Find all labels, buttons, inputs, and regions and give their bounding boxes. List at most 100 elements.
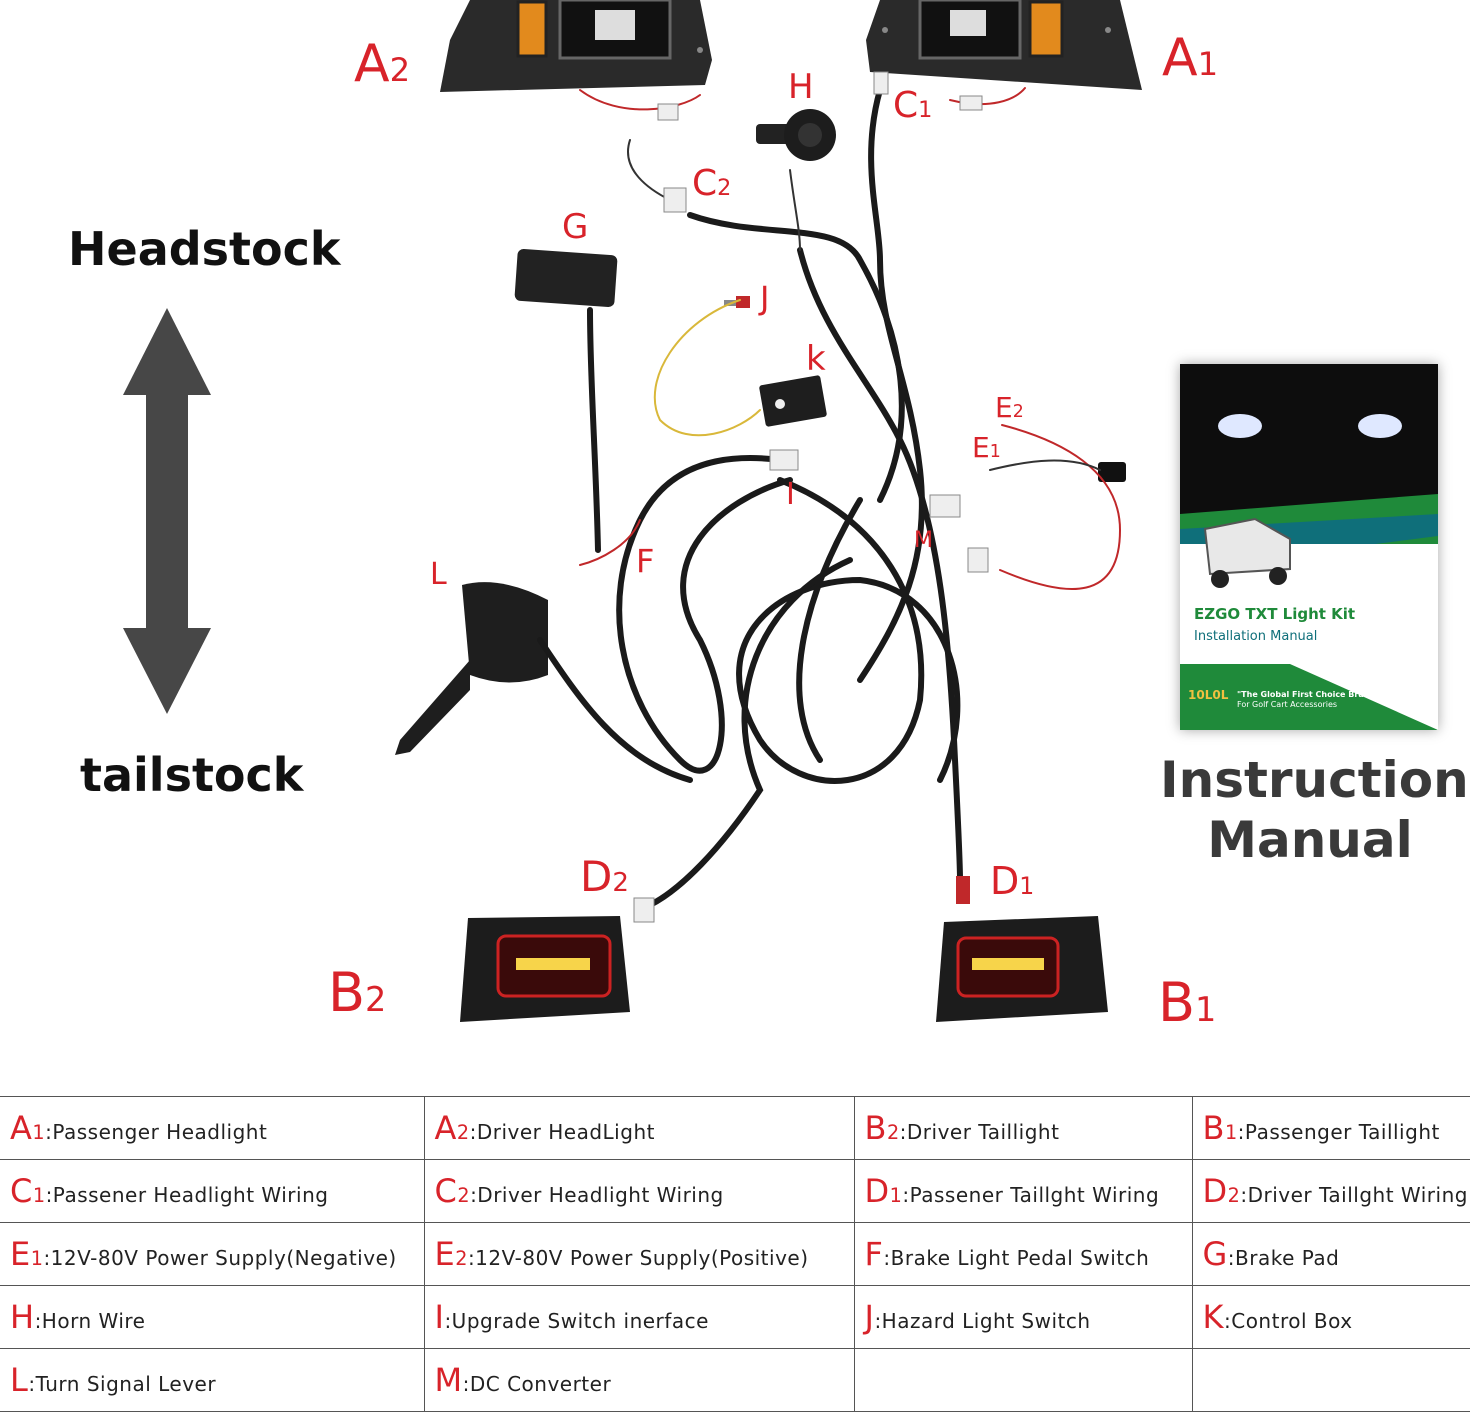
wiring-harness [537, 87, 963, 908]
brake-pad-icon [514, 248, 618, 308]
legend-description: :12V-80V Power Supply(Negative) [43, 1246, 397, 1270]
legend-cell: D2:Driver Taillght Wiring [1191, 1159, 1470, 1223]
legend-code: B1 [1202, 1109, 1238, 1147]
legend-code: E2 [434, 1235, 468, 1273]
label-e1: E1 [972, 431, 1001, 464]
label-d1: D1 [990, 859, 1035, 903]
legend-code: M [434, 1361, 463, 1399]
legend-cell: C2:Driver Headlight Wiring [423, 1159, 855, 1223]
legend-description: :12V-80V Power Supply(Positive) [467, 1246, 809, 1270]
label-b1: B1 [1158, 971, 1217, 1034]
legend-cell: H:Horn Wire [0, 1285, 425, 1349]
legend-cell: C1:Passener Headlight Wiring [0, 1159, 425, 1223]
legend-cell: A2:Driver HeadLight [423, 1096, 855, 1160]
legend-cell: I:Upgrade Switch inerface [423, 1285, 855, 1349]
legend-code: C2 [434, 1172, 471, 1210]
legend-description: :Passener Taillght Wiring [902, 1183, 1160, 1207]
legend-code: H [10, 1298, 35, 1336]
label-d2: D2 [580, 852, 629, 901]
legend-description: :DC Converter [462, 1372, 612, 1396]
legend-cell: E1:12V-80V Power Supply(Negative) [0, 1222, 425, 1286]
legend-cell: F:Brake Light Pedal Switch [853, 1222, 1193, 1286]
legend-cell: A1:Passenger Headlight [0, 1096, 425, 1160]
driver-taillight-icon [460, 916, 630, 1022]
legend-cell: B1:Passenger Taillight [1191, 1096, 1470, 1160]
manual-subtitle: Installation Manual [1194, 629, 1318, 644]
control-box-icon [759, 375, 827, 427]
legend-cell: J:Hazard Light Switch [853, 1285, 1193, 1349]
legend-description: :Horn Wire [34, 1309, 146, 1333]
legend-code: C1 [10, 1172, 46, 1210]
legend-row: E1:12V-80V Power Supply(Negative)E2:12V-… [0, 1222, 1470, 1286]
legend-description: :Hazard Light Switch [874, 1309, 1091, 1333]
legend-cell: M:DC Converter [423, 1348, 855, 1412]
legend-cell: G:Brake Pad [1191, 1222, 1470, 1286]
legend-description: :Passener Headlight Wiring [45, 1183, 329, 1207]
legend-description: :Turn Signal Lever [28, 1372, 217, 1396]
passenger-taillight-icon [936, 916, 1108, 1022]
passenger-headlight-icon [866, 0, 1142, 90]
legend-cell [1191, 1348, 1470, 1412]
legend-code: L [10, 1361, 29, 1399]
label-j: J [760, 279, 770, 317]
instruction-manual-caption: Instruction Manual [1160, 750, 1469, 870]
label-c2: C2 [692, 163, 732, 204]
legend-cell: E2:12V-80V Power Supply(Positive) [423, 1222, 855, 1286]
label-m: M [914, 528, 933, 553]
instruction-manual-cover: EZGO TXT Light Kit Installation Manual 1… [1180, 364, 1438, 730]
turn-signal-lever-icon [395, 582, 548, 755]
manual-cover-art-icon [1180, 364, 1438, 730]
legend-code: A1 [10, 1109, 46, 1147]
legend-description: :Driver HeadLight [469, 1120, 655, 1144]
brand-tagline-2: For Golf Cart Accessories [1237, 700, 1338, 709]
horn-icon [756, 109, 836, 161]
label-h: H [788, 67, 814, 107]
legend-description: :Brake Pad [1227, 1246, 1340, 1270]
legend-code: E1 [10, 1235, 44, 1273]
legend-description: :Passenger Headlight [45, 1120, 268, 1144]
wiring-diagram [123, 0, 1142, 1022]
connectors [633, 71, 989, 923]
legend-description: :Passenger Taillight [1237, 1120, 1440, 1144]
legend-code: G [1202, 1235, 1228, 1273]
headstock-label: Headstock [68, 222, 341, 276]
label-i: I [786, 477, 795, 512]
legend-code: I [434, 1298, 445, 1336]
legend-code: F [864, 1235, 884, 1273]
label-a2: A2 [354, 34, 411, 94]
tailstock-label: tailstock [80, 748, 304, 802]
legend-description: :Driver Headlight Wiring [470, 1183, 724, 1207]
brand-logo: 10L0L [1188, 688, 1229, 702]
legend-description: :Driver Taillight [899, 1120, 1060, 1144]
legend-cell [853, 1348, 1193, 1412]
label-a1: A1 [1162, 28, 1219, 88]
label-l: L [430, 557, 447, 592]
legend-cell: D1:Passener Taillght Wiring [853, 1159, 1193, 1223]
manual-title: EZGO TXT Light Kit [1194, 605, 1356, 623]
legend-code: A2 [434, 1109, 470, 1147]
label-g: G [562, 207, 589, 247]
legend-code: D1 [864, 1172, 903, 1210]
caption-line-2: Manual [1207, 811, 1413, 869]
fuse-holder-icon [1098, 462, 1126, 482]
direction-arrow-icon [123, 308, 211, 714]
driver-headlight-icon [440, 0, 712, 92]
legend-cell: L:Turn Signal Lever [0, 1348, 425, 1412]
legend-description: :Upgrade Switch inerface [444, 1309, 709, 1333]
legend-cell: K:Control Box [1191, 1285, 1470, 1349]
caption-line-1: Instruction [1160, 751, 1469, 809]
label-c1: C1 [893, 85, 933, 126]
legend-description: :Brake Light Pedal Switch [883, 1246, 1150, 1270]
label-k: k [806, 339, 826, 379]
legend-cell: B2:Driver Taillight [853, 1096, 1193, 1160]
label-f: F [636, 542, 655, 580]
label-b2: B2 [328, 961, 387, 1024]
legend-code: B2 [864, 1109, 900, 1147]
label-e2: E2 [995, 391, 1024, 424]
legend-description: :Control Box [1223, 1309, 1353, 1333]
